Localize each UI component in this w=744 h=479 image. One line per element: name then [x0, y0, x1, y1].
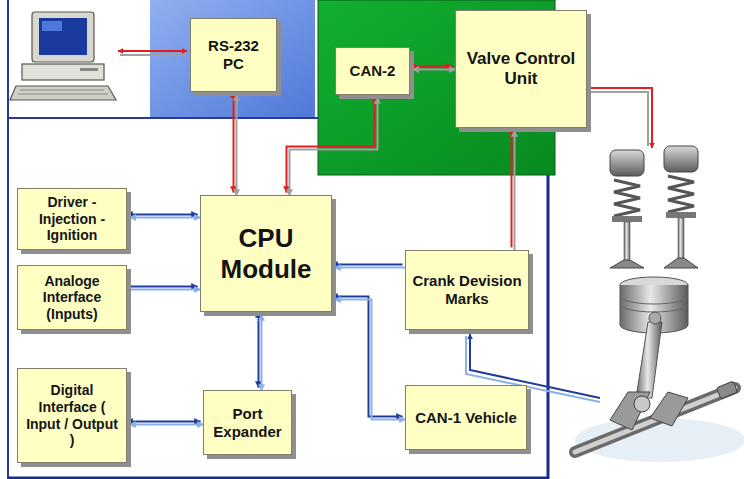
node-label: CAN-2	[350, 62, 396, 80]
panel-edge	[8, 117, 318, 119]
connector	[410, 67, 456, 70]
cpu-box: CPU Module	[200, 195, 332, 312]
pc-icon	[10, 12, 116, 100]
connector-line	[236, 95, 238, 196]
node-label: RS-232 PC	[196, 37, 271, 72]
control-unit-box: Valve Control Unit	[455, 10, 587, 128]
connector	[259, 312, 262, 391]
connector-line	[130, 424, 204, 426]
connector	[512, 128, 515, 251]
panel-edge	[7, 0, 9, 479]
connector	[287, 95, 378, 196]
node-label: CPU Module	[206, 223, 326, 284]
connector-line	[233, 92, 235, 193]
connector-line	[413, 69, 456, 71]
sensor-box: Crank Devision Marks	[405, 250, 529, 330]
engine-illustration	[575, 146, 744, 462]
connector-line	[332, 297, 403, 417]
bus-box: CAN-1 Vehicle	[405, 385, 527, 450]
node-label: Crank Devision Marks	[411, 272, 523, 307]
driver-box: Driver - Injection - Ignition	[17, 188, 127, 250]
node-label: Port Expander	[209, 405, 286, 440]
node-label: Driver - Injection - Ignition	[23, 194, 121, 244]
connector-line	[127, 286, 198, 288]
node-label: Valve Control Unit	[461, 49, 581, 89]
interface-box: Analoge Interface (Inputs)	[17, 265, 127, 330]
connector-line	[127, 421, 201, 423]
valve-drive-arrow	[586, 88, 652, 148]
connector	[127, 215, 201, 218]
link-arrow	[120, 54, 185, 56]
connector	[332, 265, 406, 268]
panel-edge	[547, 175, 550, 479]
connector	[127, 422, 204, 425]
connector-line	[258, 312, 260, 388]
node-label: Digital Interface ( Input / Output )	[23, 382, 121, 448]
connector-line	[287, 95, 375, 193]
connector-line	[514, 131, 516, 251]
connector-line	[410, 66, 453, 68]
bus-box: CAN-2	[335, 47, 410, 95]
connector	[332, 297, 406, 420]
connector-line	[511, 128, 513, 248]
connector-line	[130, 289, 201, 291]
panel-edge	[8, 477, 548, 479]
node-label: Analoge Interface (Inputs)	[23, 273, 121, 323]
connector-line	[335, 267, 406, 269]
connector-line	[335, 300, 406, 420]
connector-line	[130, 217, 201, 219]
interface-box: Digital Interface ( Input / Output )	[17, 368, 127, 463]
expander-box: Port Expander	[203, 390, 292, 455]
connector	[127, 287, 201, 290]
node-label: CAN-1 Vehicle	[415, 409, 517, 427]
connector-line	[261, 315, 263, 391]
link-arrow	[118, 50, 187, 52]
connector-line	[290, 98, 378, 196]
connector	[234, 92, 237, 196]
interface-box: RS-232 PC	[190, 18, 277, 92]
connector-line	[332, 264, 403, 266]
pc-panel	[8, 0, 315, 118]
valve-drive-arrow	[586, 92, 648, 146]
connector-line	[127, 214, 198, 216]
